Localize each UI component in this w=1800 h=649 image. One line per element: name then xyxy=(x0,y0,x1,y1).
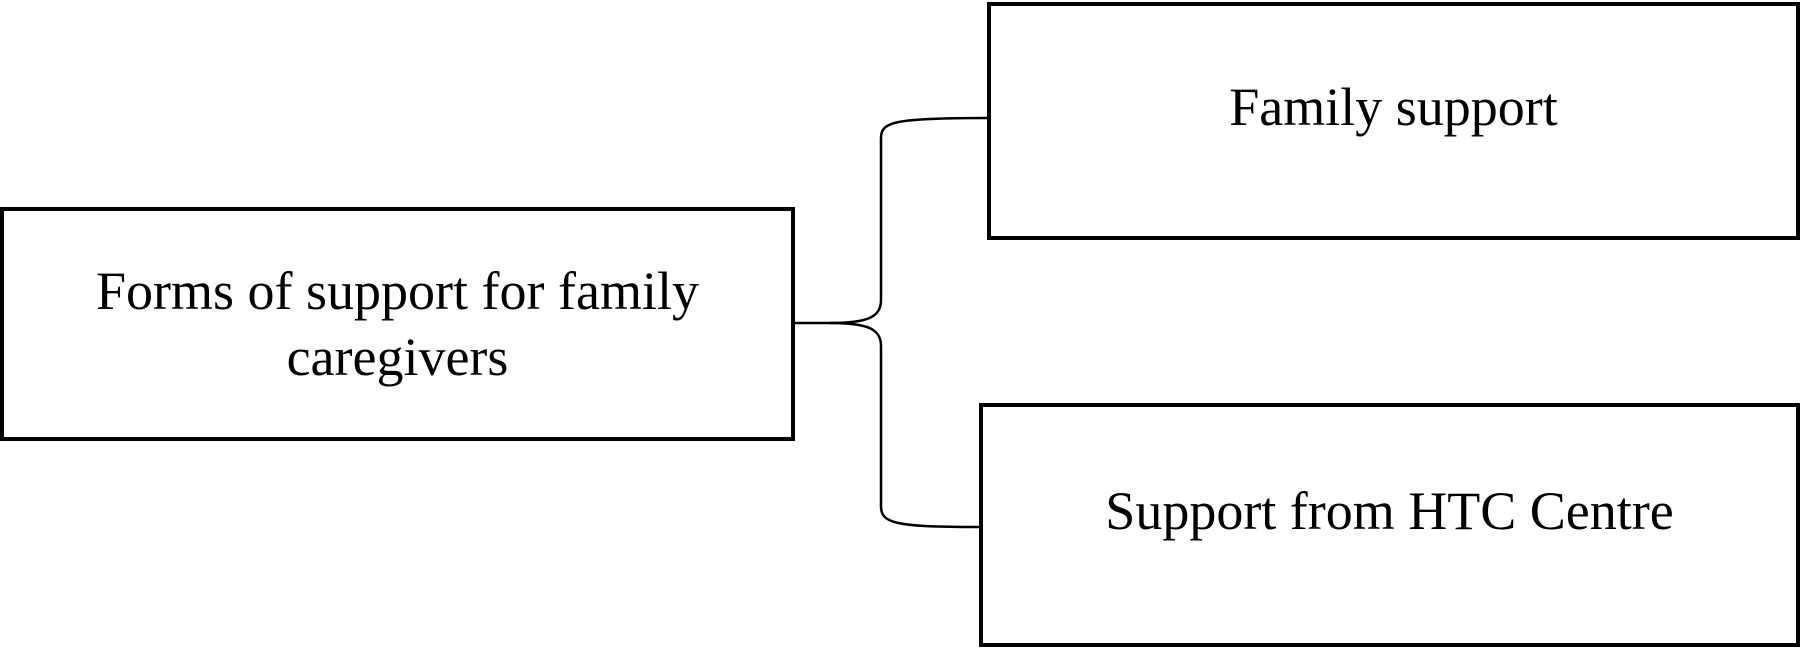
root-concept-label: Forms of support for family caregivers xyxy=(96,261,699,387)
child-label-family-support: Family support xyxy=(1229,77,1558,137)
child-box-htc-centre: Support from HTC Centre xyxy=(979,403,1800,647)
root-concept-box: Forms of support for family caregivers xyxy=(0,207,795,441)
brace-upper-arm xyxy=(829,116,988,325)
child-box-family-support: Family support xyxy=(987,2,1800,240)
brace-lower-arm xyxy=(829,321,980,529)
child-label-htc-centre: Support from HTC Centre xyxy=(1105,481,1674,541)
